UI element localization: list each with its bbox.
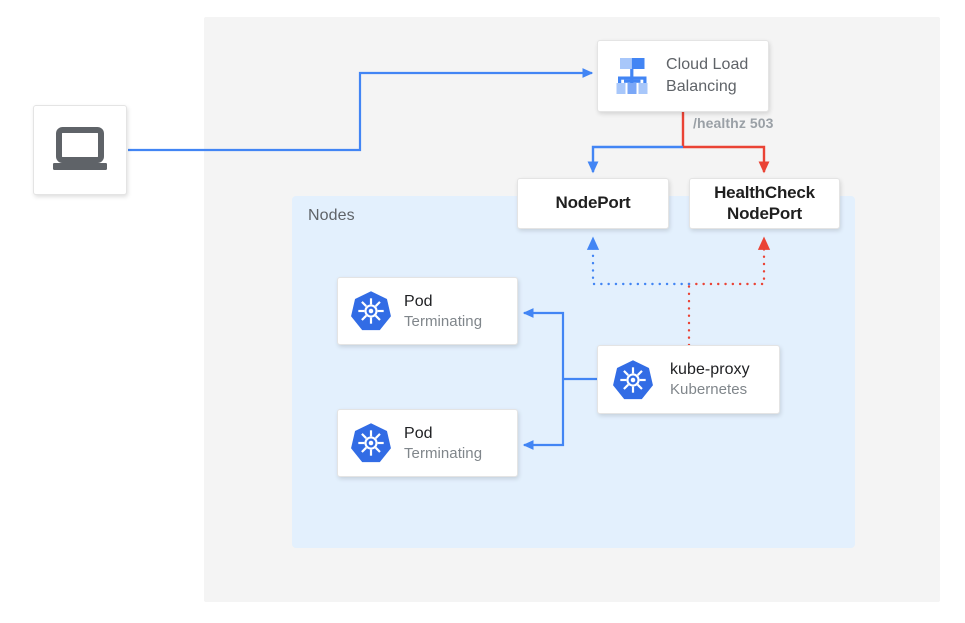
cloud-load-balancing-icon	[607, 53, 657, 99]
laptop-icon	[50, 126, 110, 174]
kube-proxy-title: kube-proxy	[670, 361, 750, 379]
pod-subtitle-2: Terminating	[404, 444, 483, 462]
cloud-load-balancing-line1: Cloud Load	[666, 55, 749, 73]
healthcheck-nodeport-line1: HealthCheck	[714, 182, 815, 202]
nodes-panel-label: Nodes	[308, 207, 355, 224]
kube-proxy-node[interactable]: kube-proxy Kubernetes	[597, 345, 780, 414]
kubernetes-icon	[612, 359, 654, 401]
kubernetes-icon	[350, 290, 392, 332]
pod-text-block-1: Pod Terminating	[404, 291, 482, 332]
nodeport-node[interactable]: NodePort	[517, 178, 669, 229]
healthz-edge-label: /healthz 503	[693, 115, 774, 131]
cloud-load-balancing-line2: Balancing	[666, 78, 737, 95]
client-node[interactable]	[33, 105, 127, 195]
pod-title-1: Pod	[404, 292, 433, 310]
kubernetes-icon	[350, 422, 392, 464]
kube-proxy-subtitle: Kubernetes	[670, 381, 748, 399]
cloud-load-balancing-label: Cloud Load Balancing	[666, 54, 748, 98]
healthcheck-nodeport-node[interactable]: HealthCheck NodePort	[689, 178, 840, 229]
healthcheck-nodeport-line2: NodePort	[727, 203, 802, 223]
pod-node-2[interactable]: Pod Terminating	[337, 409, 518, 477]
pod-title-2: Pod	[404, 424, 433, 442]
pod-node-1[interactable]: Pod Terminating	[337, 277, 518, 345]
pod-text-block-2: Pod Terminating	[404, 423, 482, 464]
cloud-load-balancing-node[interactable]: Cloud Load Balancing	[597, 40, 769, 112]
kube-proxy-text-block: kube-proxy Kubernetes	[670, 359, 750, 400]
nodeport-label: NodePort	[555, 193, 631, 213]
pod-subtitle-1: Terminating	[404, 312, 483, 330]
